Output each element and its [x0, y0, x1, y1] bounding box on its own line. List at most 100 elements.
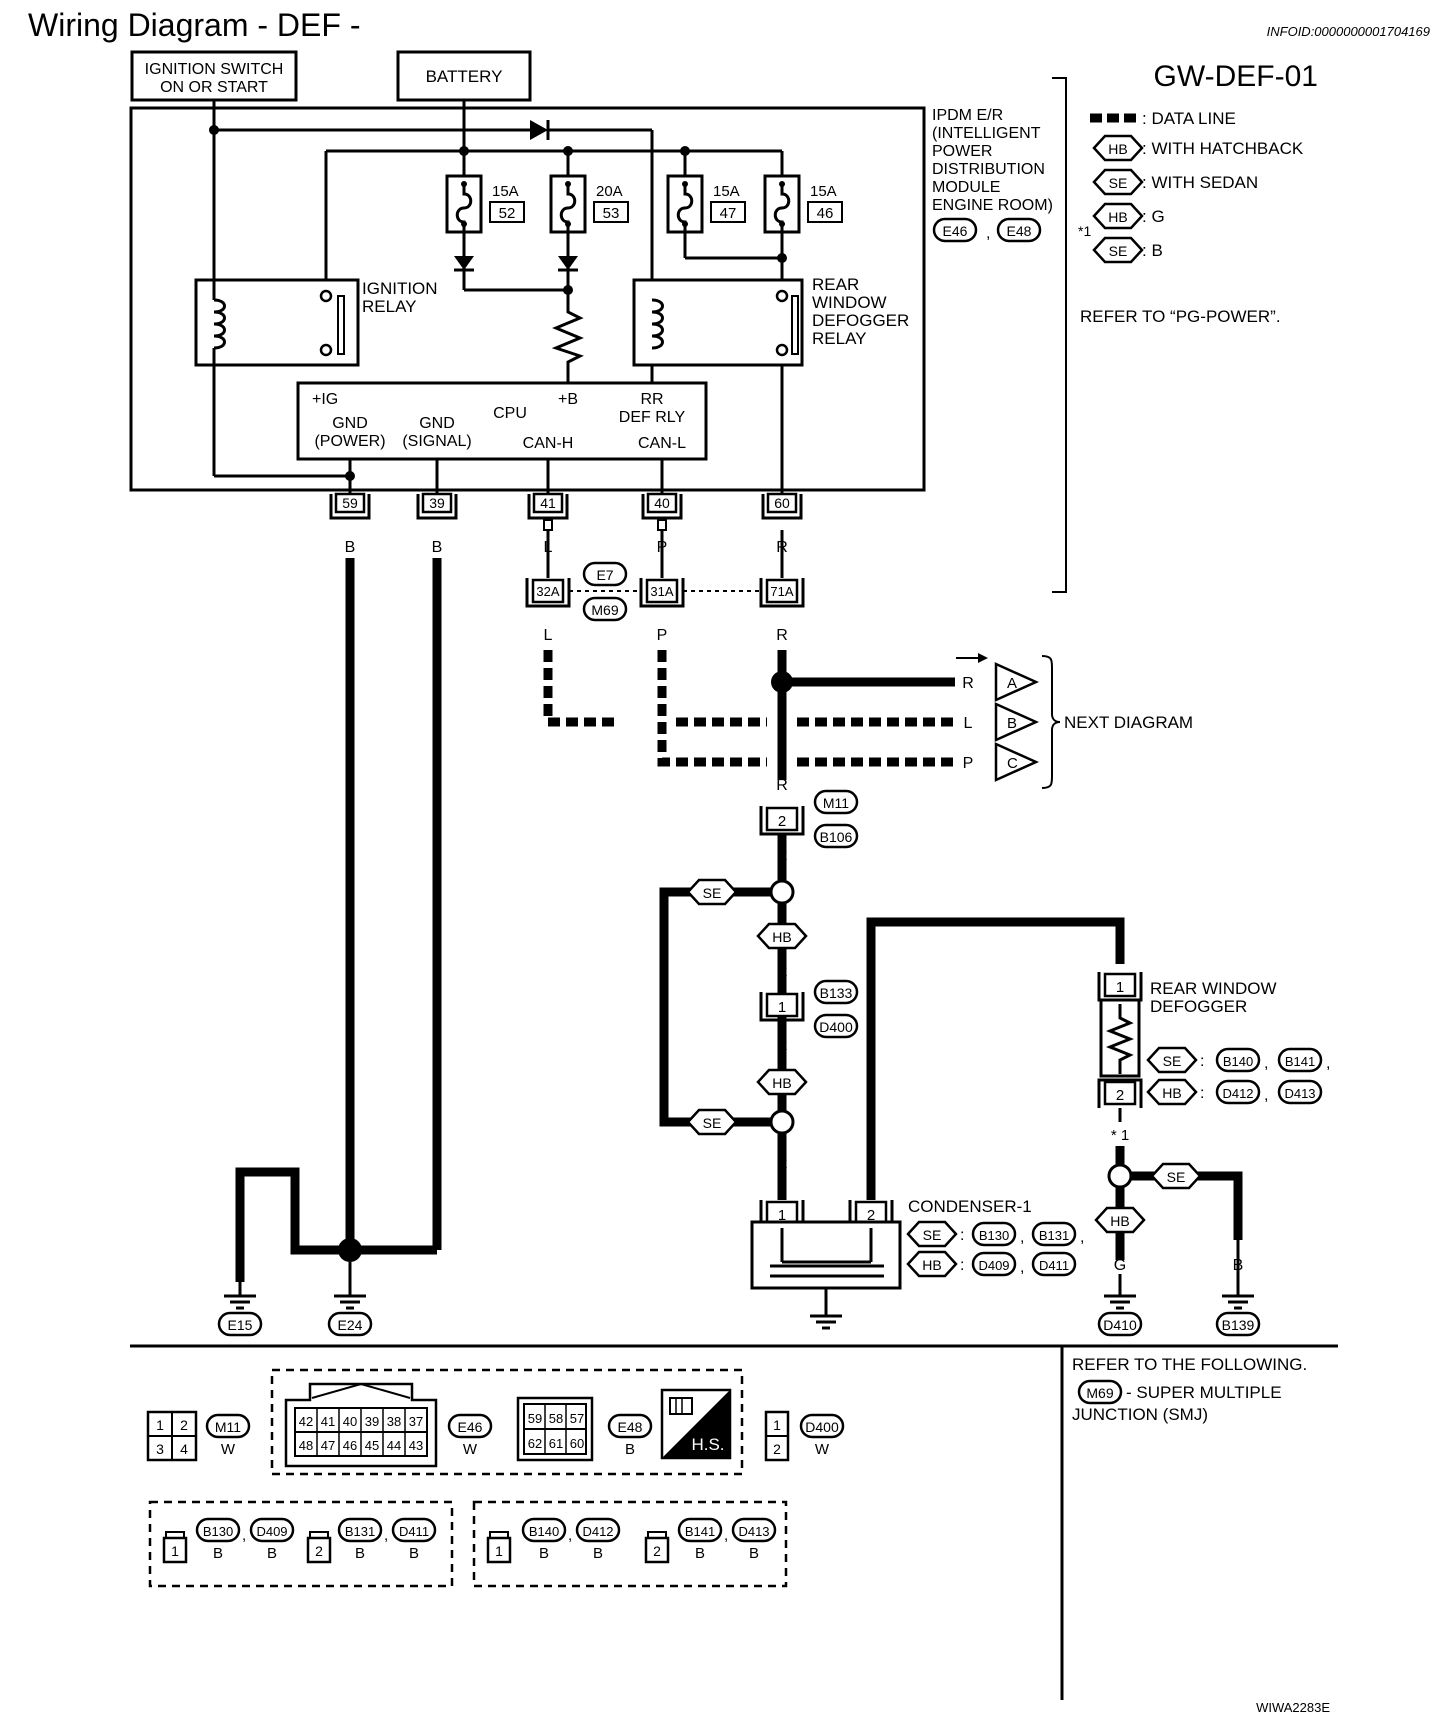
group2-a-color1: B — [539, 1545, 549, 1562]
e46-top-6: 37 — [409, 1414, 423, 1429]
defogger-se-b141: B141 — [1285, 1054, 1315, 1069]
condenser-se-comma: , — [1020, 1229, 1024, 1246]
e48-view-color: B — [625, 1441, 635, 1458]
condenser-hb-tag: HB — [922, 1257, 941, 1273]
defogger-se-b140: B140 — [1223, 1054, 1253, 1069]
defogger-label-1: REAR WINDOW — [1150, 979, 1277, 998]
group1-b-pin: 2 — [315, 1543, 323, 1559]
group1-a-color2: B — [267, 1545, 277, 1562]
pin-41-num: 41 — [540, 495, 556, 511]
legend-note-g: : G — [1142, 207, 1165, 226]
cpu-gnd-power-2: (POWER) — [314, 433, 385, 450]
condenser-pin-2: 2 — [867, 1207, 875, 1224]
condenser-hb-colon: : — [960, 1257, 964, 1274]
junction-pin-32a: 32A — [536, 584, 559, 599]
pin-39: 39 — [416, 492, 458, 520]
ipdm-conn-e48: E48 — [1007, 223, 1032, 239]
group2-view-a: 1 B140 B , D412 B — [486, 1517, 621, 1564]
fuse-47: 15A 47 — [666, 174, 746, 234]
condenser: 1 2 CONDENSER-1 SE : B130 , B131 , HB : … — [750, 1197, 1084, 1330]
defogger-se-comma: , — [1264, 1055, 1268, 1072]
group1-view-b: 2 B131 B , D411 B — [306, 1517, 437, 1564]
rear-window-defogger: 1 2 REAR WINDOW DEFOGGER SE : B140 , B14… — [1097, 970, 1330, 1108]
legend-note-mark: *1 — [1078, 223, 1091, 239]
next-letter-a: A — [1007, 675, 1017, 692]
defogger-connector-group — [472, 1500, 788, 1588]
group2-b-id1: B141 — [685, 1524, 715, 1539]
condenser-label: CONDENSER-1 — [908, 1197, 1032, 1216]
next-letter-c: C — [1007, 755, 1018, 772]
ipdm-comma: , — [986, 225, 990, 242]
legend-with-hatchback: : WITH HATCHBACK — [1142, 139, 1304, 158]
m11-view-color: W — [221, 1441, 236, 1458]
e46-bot-1: 48 — [299, 1438, 313, 1453]
hb-tag-2: HB — [772, 1075, 791, 1091]
wire-color-59: B — [345, 539, 356, 556]
e46-view-id: E46 — [458, 1419, 483, 1435]
hb-tag-1: HB — [772, 929, 791, 945]
hs-badge: H.S. — [660, 1388, 732, 1460]
harness-wires: B B L P R — [345, 519, 788, 1250]
d400-id: D400 — [819, 1019, 853, 1035]
cpu-def-rly: DEF RLY — [619, 409, 686, 426]
legend-with-sedan: : WITH SEDAN — [1142, 173, 1258, 192]
m11-cell-3: 3 — [156, 1441, 164, 1457]
ignition-switch-box: IGNITION SWITCH ON OR START — [130, 50, 298, 102]
legend-se-tag-2: SE — [1109, 243, 1128, 259]
wire-color-r-7: R — [776, 1155, 788, 1172]
ipdm-conn-e46: E46 — [943, 223, 968, 239]
ignition-relay: IGNITION RELAY — [194, 278, 438, 367]
bottom-refer-1: REFER TO THE FOLLOWING. — [1072, 1355, 1307, 1374]
wire-color-r-5: R — [776, 963, 788, 980]
e48-top-3: 57 — [570, 1411, 584, 1426]
connector-view-d400: 1 2 D400 W — [764, 1410, 845, 1462]
condenser-se-tag: SE — [923, 1227, 942, 1243]
d400-cell-2: 2 — [773, 1441, 781, 1457]
fuse-53-num: 53 — [603, 205, 620, 222]
wire-color-b-e24: B — [345, 1213, 356, 1230]
e46-bot-5: 44 — [387, 1438, 401, 1453]
fuse-46-num: 46 — [817, 205, 834, 222]
junction-pin-31a: 31A — [650, 584, 673, 599]
defogger-se-comma-2: , — [1326, 1055, 1330, 1072]
ignition-relay-label-1: IGNITION — [362, 279, 438, 298]
defogger-se-tag: SE — [1163, 1053, 1182, 1069]
fuse-47-amp: 15A — [713, 183, 740, 200]
battery-box: BATTERY — [396, 50, 532, 102]
wire-color-g: G — [1114, 1257, 1126, 1274]
fuse-52: 15A 52 — [445, 174, 525, 234]
pin-60: 60 — [761, 492, 803, 520]
e46-top-2: 41 — [321, 1414, 335, 1429]
condenser-hb-d409: D409 — [978, 1258, 1009, 1273]
hs-label: H.S. — [691, 1435, 724, 1454]
legend-refer: REFER TO “PG-POWER”. — [1080, 307, 1281, 326]
group2-a-pin: 1 — [495, 1543, 503, 1559]
ipdm-label: IPDM E/R (INTELLIGENT POWER DISTRIBUTION… — [932, 107, 1053, 243]
ground-e24: E24 — [338, 1317, 363, 1333]
ground-b139: B139 — [1222, 1317, 1255, 1333]
battery-label: BATTERY — [426, 67, 503, 86]
cpu-gnd-power-1: GND — [332, 415, 368, 432]
connector-view-e48: 59 58 57 62 61 60 E48 B — [516, 1396, 653, 1462]
b133-id: B133 — [820, 985, 853, 1001]
group2-view-b: 2 B141 B , D413 B — [644, 1517, 777, 1564]
ipdm-line-1: IPDM E/R — [932, 107, 1003, 124]
junction-conn-m69: M69 — [591, 602, 618, 618]
can-and-feed-wires: L P R — [543, 627, 955, 780]
condenser-se-colon: : — [960, 1227, 964, 1244]
defogger-relay: REAR WINDOW DEFOGGER RELAY — [632, 275, 909, 367]
group1-b-color2: B — [409, 1545, 419, 1562]
fuse-53: 20A 53 — [549, 174, 629, 234]
connector-m11-b106: R 2 M11 B106 R — [759, 777, 859, 880]
bottom-refer-2: - SUPER MULTIPLE — [1126, 1383, 1282, 1402]
group1-b-id1: B131 — [345, 1524, 375, 1539]
next-diagram-label: NEXT DIAGRAM — [1064, 713, 1193, 732]
condenser-pin-1: 1 — [778, 1207, 786, 1224]
next-wire-l: L — [964, 715, 973, 732]
wire-color-b-e15: B — [235, 1213, 246, 1230]
pin-59-num: 59 — [342, 495, 358, 511]
connector-view-m11: 1 2 3 4 M11 W — [146, 1410, 251, 1462]
ipdm-line-5: MODULE — [932, 179, 1000, 196]
page-title: Wiring Diagram - DEF - — [28, 7, 360, 43]
e48-bot-2: 61 — [549, 1436, 563, 1451]
